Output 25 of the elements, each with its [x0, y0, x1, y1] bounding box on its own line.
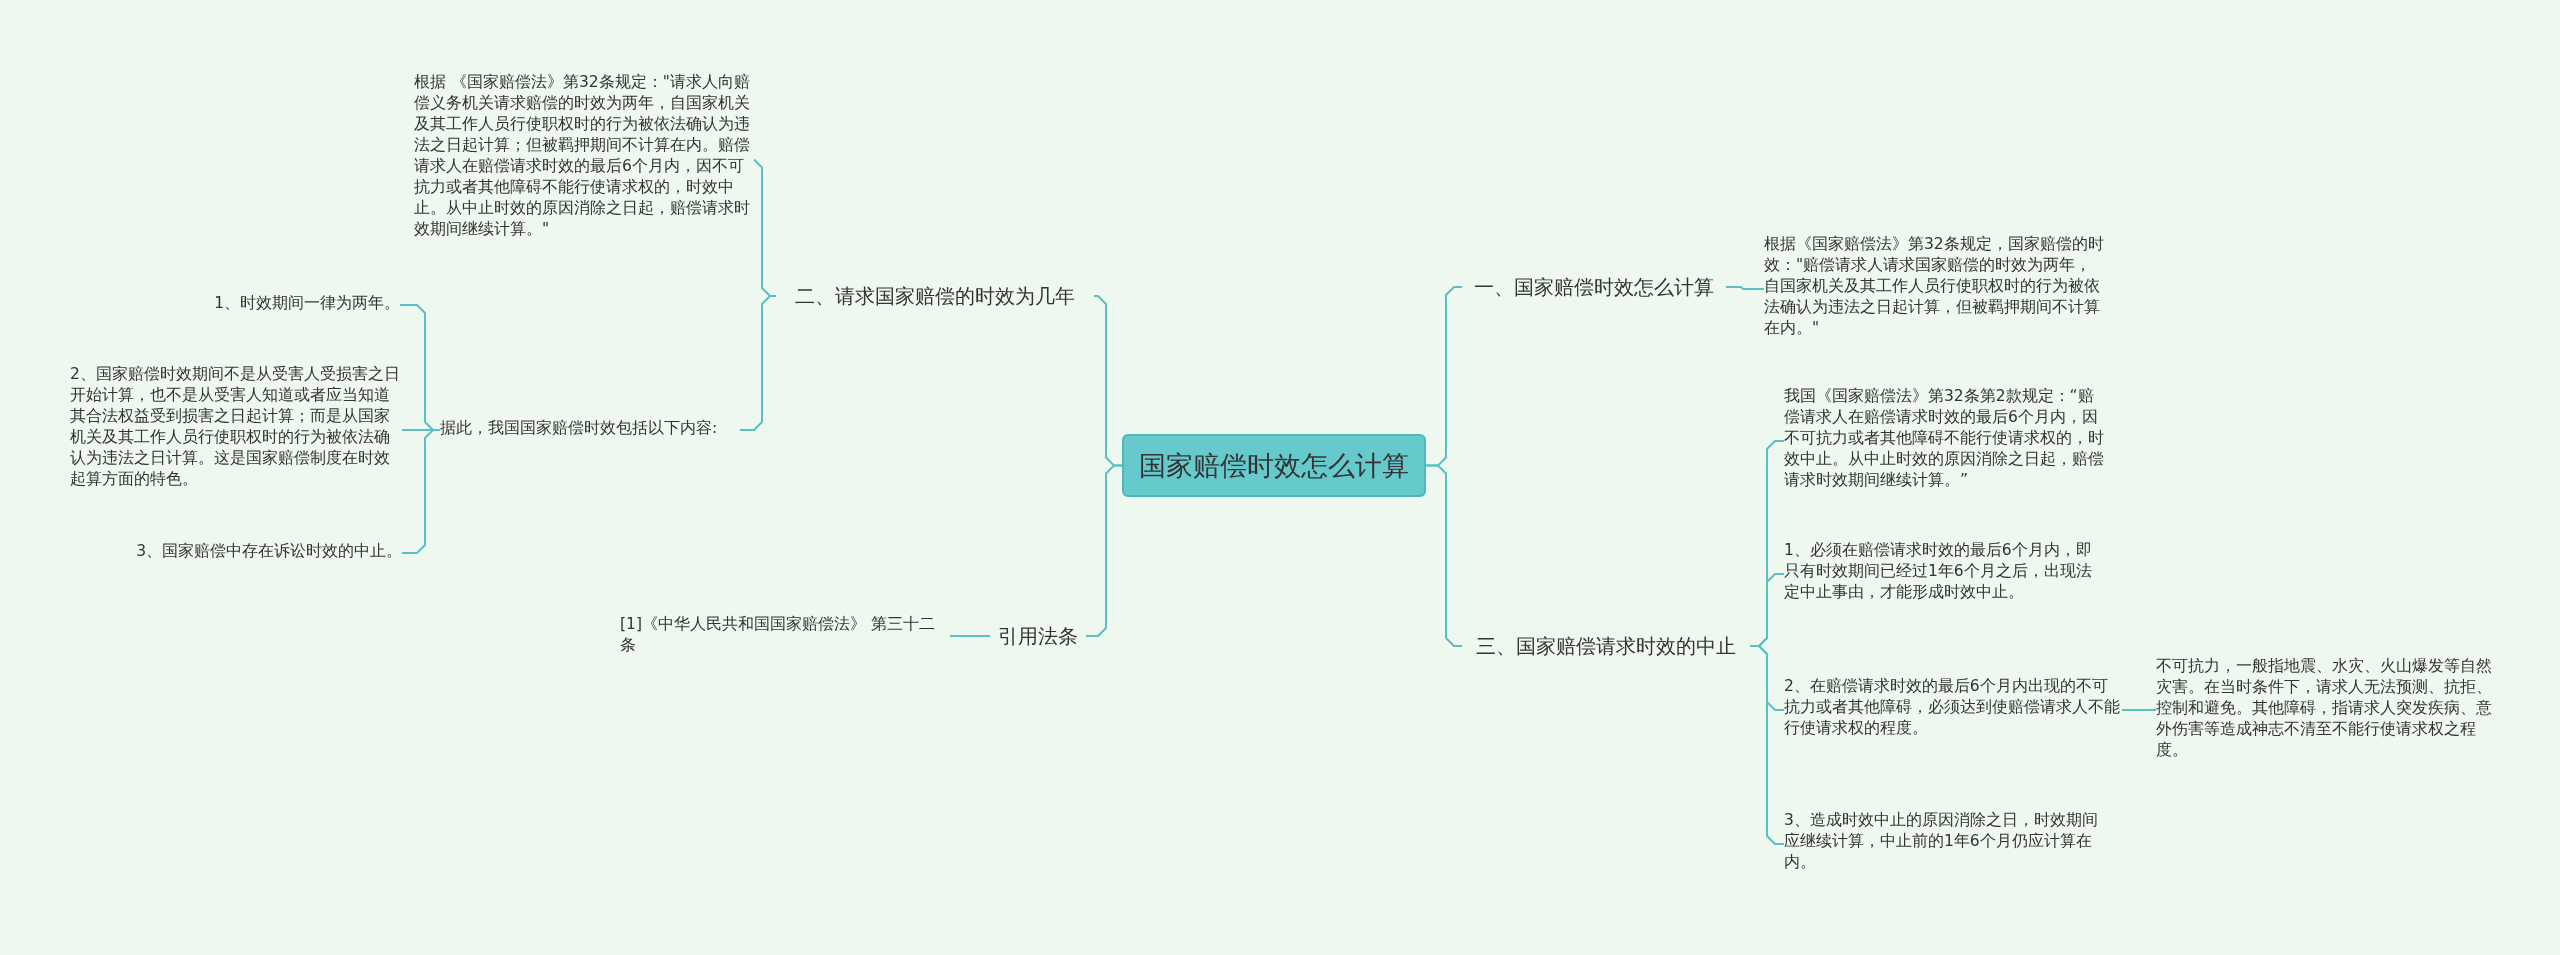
connector-line — [1725, 286, 1765, 290]
branch-topic: 三、国家赔偿请求时效的中止 — [1476, 632, 1736, 660]
note-text: 我国《国家赔偿法》第32条第2款规定：“赔偿请求人在赔偿请求时效的最后6个月内，因不可抗力或者其他障碍不能行使请求权的，时效中止。从中止时效的原因消除之日起，赔偿请求时效期间继续计算。” — [1784, 386, 2105, 491]
note-text: 根据 《国家赔偿法》第32条规定："请求人向赔偿义务机关请求赔偿的时效为两年，自国家机关及其工作人员行使职权时的行为被依法确认为违法之日起计算；但被羁押期间不计算在内。赔偿请求人在赔偿请求时效的最后6个月内，因不可抗力或者其他障碍不能行使请求权的，时效中止。从中止时效的原因消除之日起，赔偿请求时效期间继续计算。" — [414, 72, 751, 240]
connector-line — [401, 429, 441, 554]
note-text: [1]《中华人民共和国国家赔偿法》 第三十二条 — [620, 614, 936, 656]
branch-topic: 一、国家赔偿时效怎么计算 — [1474, 273, 1714, 301]
note-text: 据此，我国国家赔偿时效包括以下内容: — [440, 418, 719, 439]
connector-line — [949, 635, 991, 637]
branch-topic: 引用法条 — [998, 622, 1078, 650]
note-text: 根据《国家赔偿法》第32条规定，国家赔偿的时效："赔偿请求人请求国家赔偿的时效为两年，自国家机关及其工作人员行使职权时的行为被依法确认为违法之日起计算，但被羁押期间不计算在内。" — [1764, 234, 2104, 339]
note-text: 1、必须在赔偿请求时效的最后6个月内，即只有时效期间已经过1年6个月之后，出现法定中止事由，才能形成时效中止。 — [1784, 540, 2093, 603]
note-text: 不可抗力，一般指地震、水灾、火山爆发等自然灾害。在当时条件下，请求人无法预测、抗拒、控制和避免。其他障碍，指请求人突发疾病、意外伤害等造成神志不清至不能行使请求权之程度。 — [2156, 656, 2493, 761]
connector-line — [1749, 645, 1785, 845]
note-text: 3、国家赔偿中存在诉讼时效的中止。 — [135, 541, 402, 562]
note-text: 1、时效期间一律为两年。 — [213, 293, 400, 314]
note-text: 2、在赔偿请求时效的最后6个月内出现的不可抗力或者其他障碍，必须达到使赔偿请求人不能行使请求权的程度。 — [1784, 676, 2121, 739]
note-text: 2、国家赔偿时效期间不是从受害人受损害之日开始计算，也不是从受害人知道或者应当知道其合法权益受到损害之日起计算；而是从国家机关及其工作人员行使职权时的行为被依法确认为违法之日计算。这是国家赔偿制度在时效起算方面的特色。 — [70, 364, 401, 490]
central-topic-box: 国家赔偿时效怎么计算 — [1122, 434, 1426, 497]
note-text: 3、造成时效中止的原因消除之日，时效期间应继续计算，中止前的1年6个月仍应计算在内。 — [1784, 810, 2099, 873]
branch-topic: 二、请求国家赔偿的时效为几年 — [795, 282, 1075, 310]
connector-line — [2121, 709, 2157, 711]
connector-line — [1425, 464, 1463, 647]
connector-line — [1085, 464, 1123, 637]
connector-line — [739, 295, 777, 431]
